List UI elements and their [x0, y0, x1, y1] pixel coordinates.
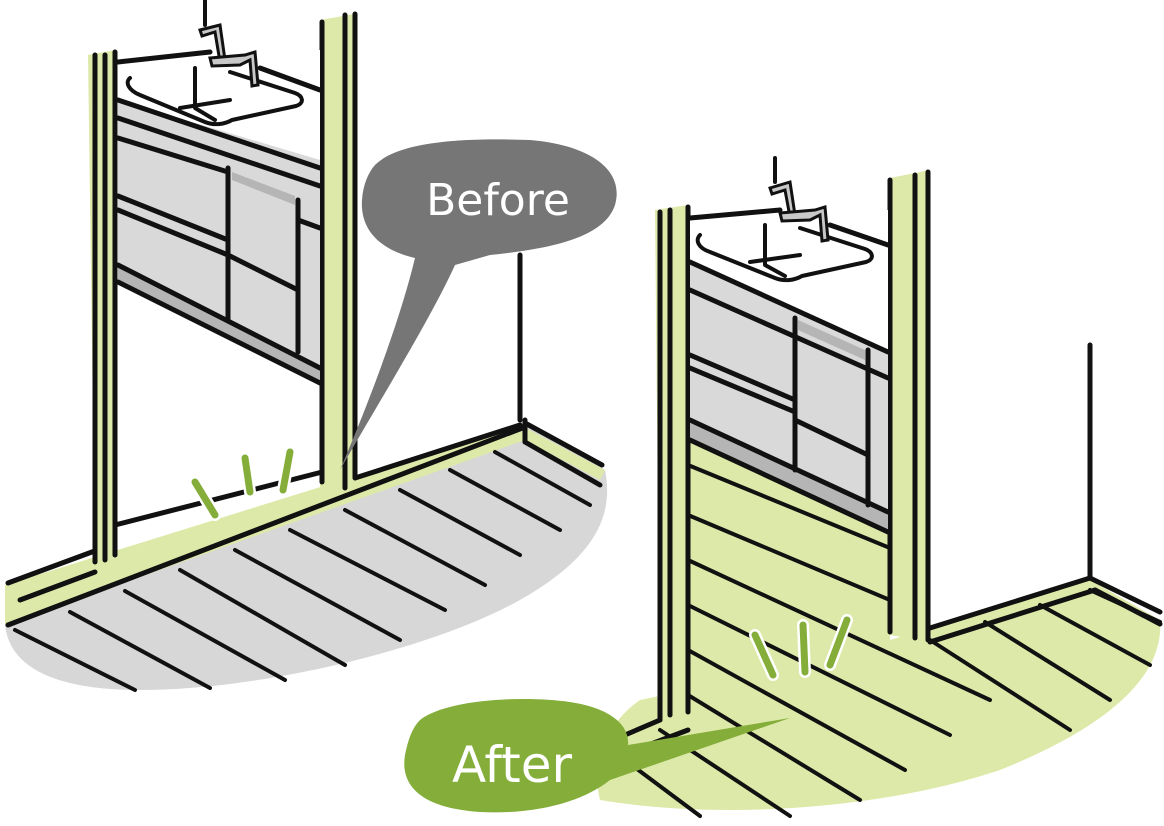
before-faucet-icon [198, 0, 260, 88]
before-left-post [88, 49, 118, 565]
before-sink-icon [125, 70, 304, 127]
before-right-post [319, 11, 358, 491]
after-scene: After [404, 156, 1163, 818]
before-baseboard [5, 425, 605, 625]
after-floor [597, 440, 1161, 810]
before-scene: Before [5, 0, 617, 692]
after-floor-boards [623, 463, 1162, 818]
after-faucet-icon [768, 156, 830, 243]
after-speech-bubble: After [404, 699, 790, 813]
before-floor-boards [13, 450, 592, 692]
before-speech-bubble: Before [340, 139, 617, 470]
after-vanity [687, 156, 891, 535]
after-left-post [622, 204, 691, 755]
after-highlight-marks [749, 614, 853, 681]
after-right-post [887, 169, 931, 643]
before-floor [5, 420, 608, 690]
after-sink-icon [695, 226, 874, 283]
after-label: After [452, 736, 573, 794]
before-label: Before [426, 175, 570, 226]
before-highlight-marks [189, 446, 296, 521]
before-vanity [115, 0, 323, 386]
